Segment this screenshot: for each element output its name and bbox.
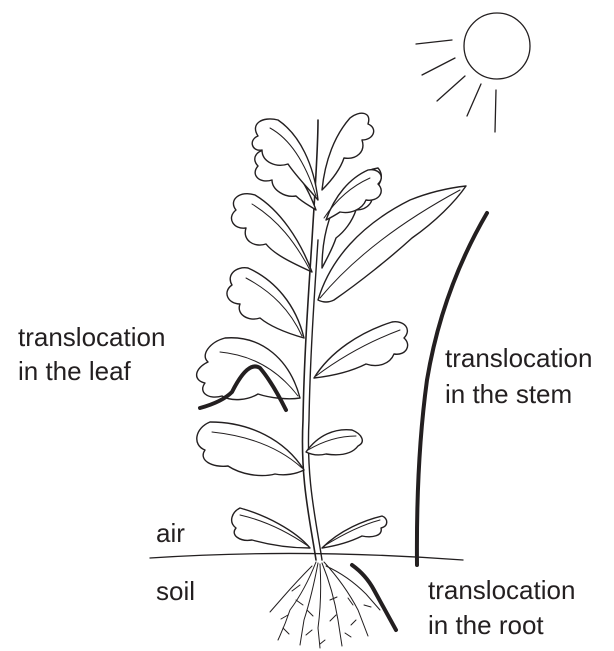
- soil-label: soil: [156, 576, 195, 606]
- root-label-line2: in the root: [428, 610, 544, 640]
- stem-label-line2: in the stem: [445, 379, 572, 409]
- sun-icon: [416, 13, 530, 132]
- plant-leaves-middle: [197, 268, 408, 400]
- root-label-line1: translocation: [428, 575, 575, 605]
- air-label: air: [156, 518, 185, 548]
- leaf-label-line2: in the leaf: [18, 356, 132, 386]
- leaf-label-line1: translocation: [18, 322, 165, 352]
- plant-leaves-upper: [231, 113, 466, 302]
- root-translocation-line: [352, 565, 396, 630]
- stem-label-line1: translocation: [445, 343, 592, 373]
- plant-leaves-lower: [197, 422, 387, 548]
